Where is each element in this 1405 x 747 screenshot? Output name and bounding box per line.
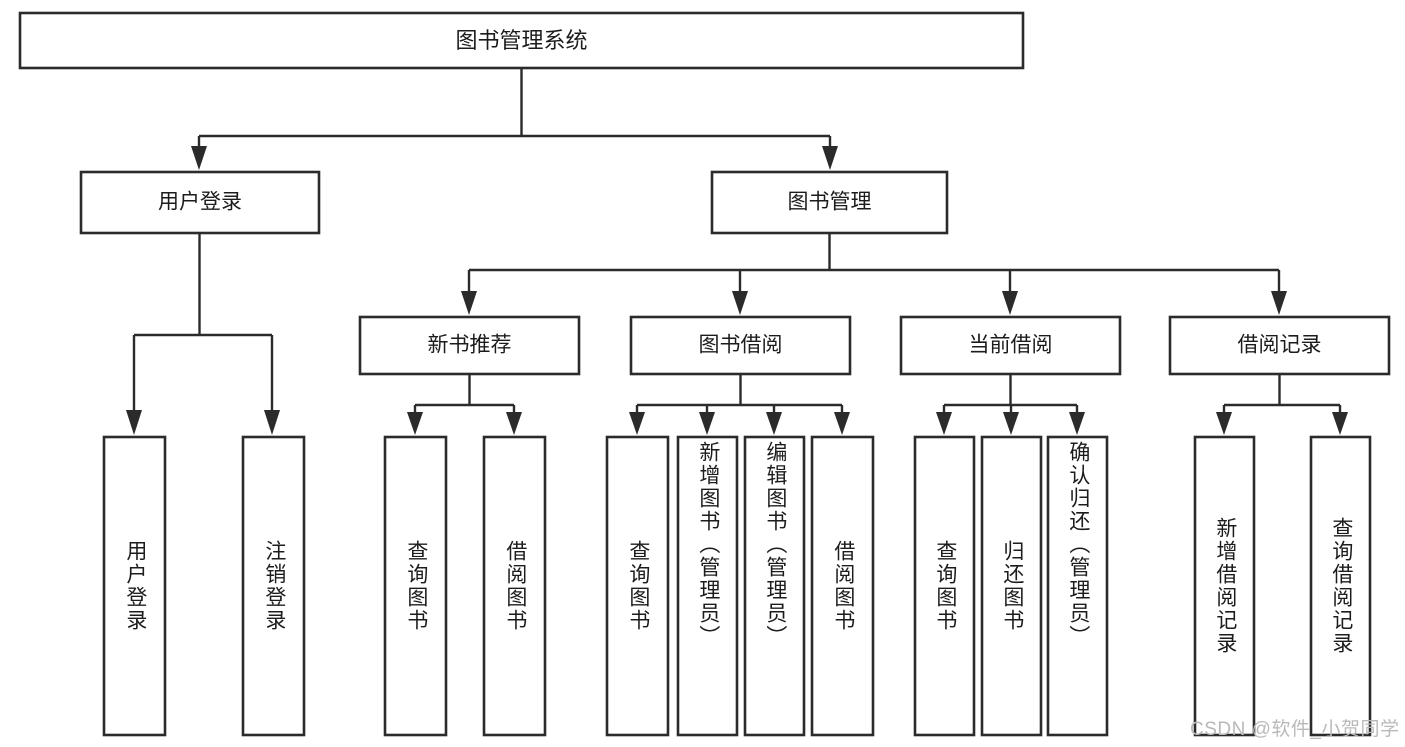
- node-book-borrow-box[interactable]: [629, 315, 852, 376]
- leaf-box-add-borrow-record[interactable]: [1193, 435, 1256, 737]
- node-current-borrow-box[interactable]: [899, 315, 1122, 376]
- leaf-box-query-book-borrow[interactable]: [605, 435, 670, 737]
- arrowhead-bookborrow-leaf-4: [834, 412, 850, 435]
- node-root-box[interactable]: [18, 11, 1025, 70]
- arrowhead-new-book-rec: [461, 291, 477, 315]
- arrowhead-newbook-leaf-2: [506, 412, 522, 435]
- node-book-borrow[interactable]: 图书借阅: [629, 315, 852, 376]
- leaf-box-logout[interactable]: [241, 435, 306, 737]
- node-book-management-box[interactable]: [710, 170, 949, 235]
- leaf-box-edit-book-admin[interactable]: [743, 435, 806, 737]
- leaf-box-confirm-return-admin[interactable]: [1046, 435, 1109, 737]
- node-borrow-record-label: 借阅记录: [1238, 334, 1322, 357]
- node-user-login[interactable]: 用户登录: [79, 170, 321, 235]
- arrowhead-currentborrow-leaf-3: [1069, 412, 1085, 435]
- arrowhead-currentborrow-leaf-1: [936, 412, 952, 435]
- node-root-system[interactable]: 图书管理系统: [18, 11, 1025, 70]
- csdn-watermark: CSDN @软件_小贺同学: [1190, 719, 1400, 740]
- arrowhead-currentborrow-leaf-2: [1003, 412, 1019, 435]
- node-book-borrow-label: 图书借阅: [699, 334, 783, 357]
- node-current-borrow[interactable]: 当前借阅: [899, 315, 1122, 376]
- node-borrow-record[interactable]: 借阅记录: [1168, 315, 1391, 376]
- node-borrow-record-box[interactable]: [1168, 315, 1391, 376]
- node-book-management-label: 图书管理: [788, 191, 872, 214]
- arrowhead-newbook-leaf-1: [407, 412, 423, 435]
- node-book-management[interactable]: 图书管理: [710, 170, 949, 235]
- node-new-book-recommend[interactable]: 新书推荐: [358, 315, 581, 376]
- arrowhead-book-borrow: [732, 291, 748, 315]
- arrowhead-leaf-logout: [264, 410, 280, 435]
- node-new-book-recommend-label: 新书推荐: [428, 334, 512, 357]
- arrowhead-leaf-user-login: [126, 410, 142, 435]
- leaf-box-query-borrow-record[interactable]: [1309, 435, 1372, 737]
- leaf-box-layer: [102, 435, 1372, 737]
- leaf-box-borrow-book-rec[interactable]: [482, 435, 547, 737]
- arrowhead-bookborrow-leaf-2: [699, 412, 715, 435]
- leaf-box-borrow-book[interactable]: [810, 435, 875, 737]
- arrowhead-borrowrecord-leaf-2: [1332, 412, 1348, 435]
- arrowhead-bookborrow-leaf-3: [766, 412, 782, 435]
- leaf-box-query-book-current[interactable]: [913, 435, 976, 737]
- arrowhead-user-login: [191, 146, 207, 170]
- arrowhead-borrowrecord-leaf-1: [1216, 412, 1232, 435]
- node-new-book-recommend-box[interactable]: [358, 315, 581, 376]
- arrowhead-borrow-record: [1271, 291, 1287, 315]
- node-user-login-box[interactable]: [79, 170, 321, 235]
- arrowhead-current-borrow: [1002, 291, 1018, 315]
- arrowhead-bookborrow-leaf-1: [629, 412, 645, 435]
- node-root-label: 图书管理系统: [455, 28, 587, 53]
- node-current-borrow-label: 当前借阅: [969, 334, 1053, 357]
- leaf-box-query-book-rec[interactable]: [383, 435, 448, 737]
- node-user-login-label: 用户登录: [158, 191, 242, 214]
- leaf-box-add-book-admin[interactable]: [676, 435, 739, 737]
- arrowhead-book-mgmt: [822, 146, 838, 170]
- connector-layer: [126, 68, 1348, 435]
- leaf-box-user-login[interactable]: [102, 435, 167, 737]
- leaf-box-return-book[interactable]: [980, 435, 1043, 737]
